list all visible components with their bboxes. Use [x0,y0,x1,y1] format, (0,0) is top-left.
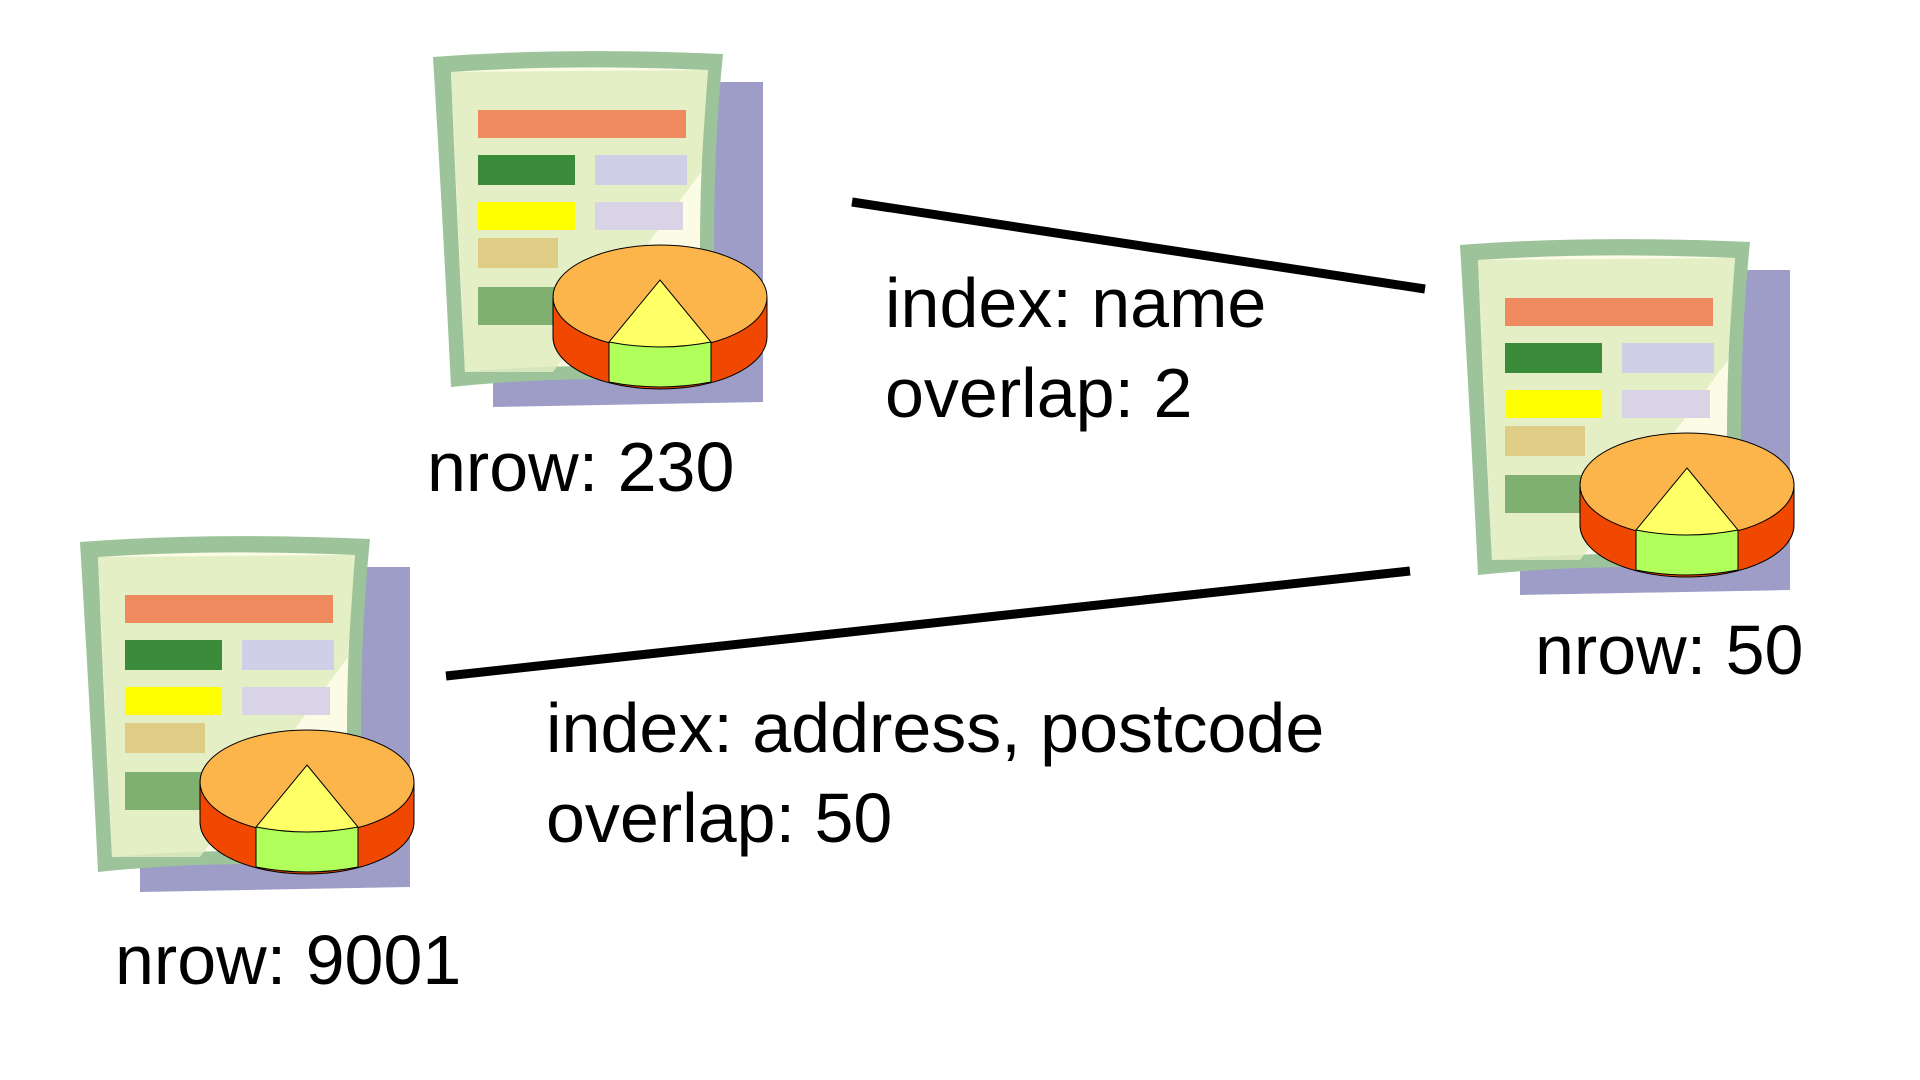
edge-c-b-label: index: address, postcode overlap: 50 [546,683,1324,863]
edge-a-b-label: index: name overlap: 2 [885,258,1266,438]
edge-a-b-index: index: name [885,264,1267,342]
edge-line-c-b [445,566,1411,681]
node-a-nrow-label: nrow: 230 [427,428,735,506]
spreadsheet-chart-icon [1459,238,1795,596]
edge-c-b-overlap: overlap: 50 [546,779,893,857]
node-b-nrow-label: nrow: 50 [1535,611,1804,689]
spreadsheet-chart-icon [432,50,768,408]
edge-a-b-overlap: overlap: 2 [885,354,1193,432]
spreadsheet-chart-icon [79,535,415,893]
edge-c-b-index: index: address, postcode [546,689,1325,767]
edge-line-a-b [851,197,1426,294]
node-c-nrow-label: nrow: 9001 [115,921,462,999]
